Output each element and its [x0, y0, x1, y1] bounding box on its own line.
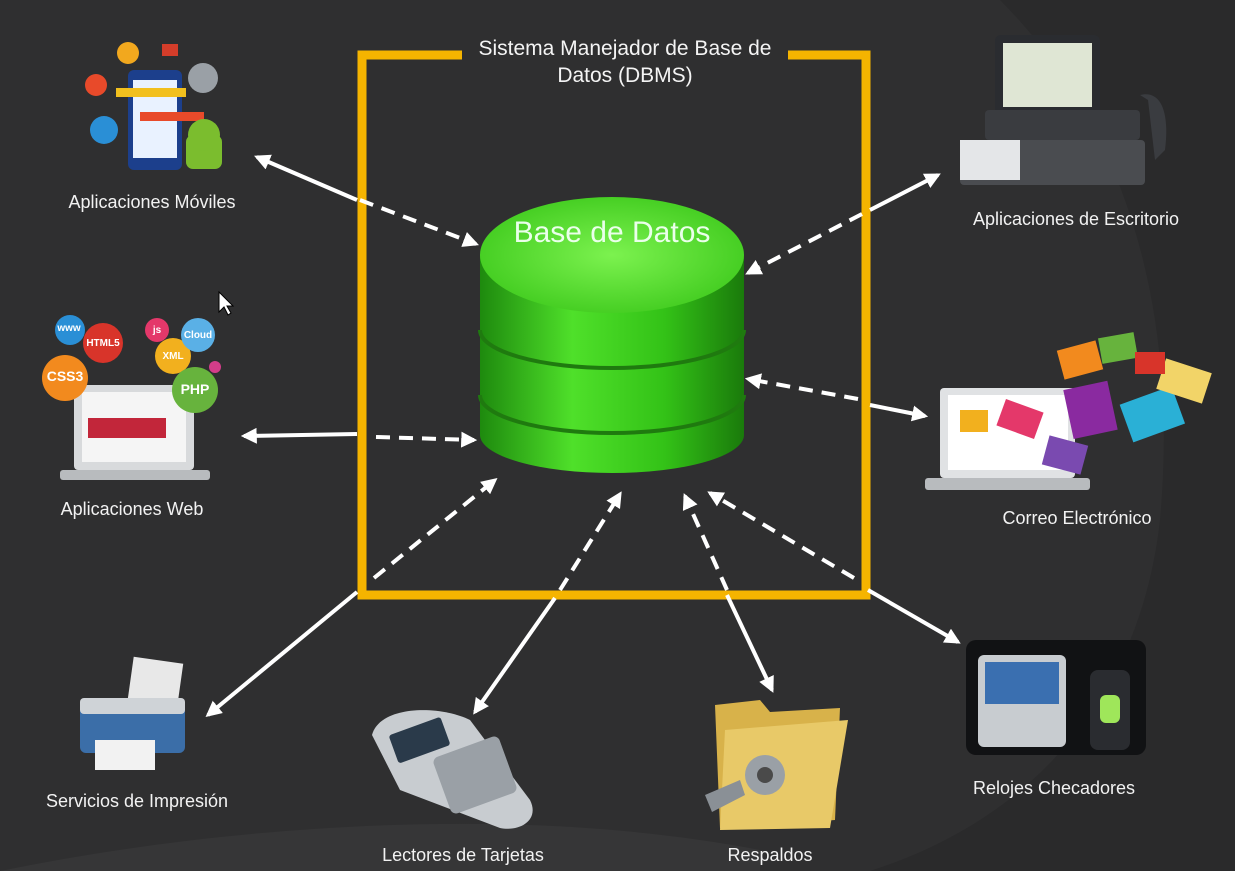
web-badge-text: www	[56, 323, 81, 334]
web-badge-text: CSS3	[47, 368, 84, 384]
arrow-desktop	[869, 173, 941, 212]
dashed-arrow-backup	[682, 493, 729, 591]
web-badge-text: PHP	[181, 381, 210, 397]
dbms-frame	[357, 50, 871, 600]
database-cylinder	[478, 197, 746, 473]
label-desktop-apps: Aplicaciones de Escritorio	[972, 209, 1180, 229]
web-badge-text: Cloud	[184, 330, 212, 341]
web-apps-icon	[42, 315, 221, 480]
label-web-apps: Aplicaciones Web	[60, 499, 204, 519]
desktop-pos-icon	[960, 35, 1167, 185]
dashed-arrow-email	[744, 373, 859, 401]
label-email: Correo Electrónico	[1002, 508, 1152, 528]
label-card-readers: Lectores de Tarjetas	[382, 845, 544, 865]
dashed-arrow-desktop	[745, 212, 863, 275]
label-backups: Respaldos	[727, 845, 813, 865]
arrow-backup	[725, 594, 774, 693]
dbms-title: Sistema Manejador de Base de Datos (DBMS…	[462, 35, 788, 89]
label-mobile-apps: Aplicaciones Móviles	[68, 192, 236, 212]
dashed-arrow-cards	[558, 491, 622, 592]
web-badge-text: XML	[162, 351, 183, 362]
arrow-email	[869, 403, 929, 422]
label-time-clocks: Relojes Checadores	[972, 778, 1136, 798]
arrow-clock	[866, 588, 961, 644]
background-swoosh-bottom	[0, 823, 760, 871]
dashed-arrow-web	[375, 431, 478, 448]
web-badge-text: HTML5	[86, 338, 120, 349]
mouse-cursor-icon	[218, 290, 235, 316]
backup-folder-icon	[705, 700, 848, 830]
web-badge-text: js	[152, 325, 162, 336]
arrow-cards	[473, 596, 557, 715]
arrow-mobile	[254, 154, 358, 202]
dashed-arrow-print	[372, 477, 498, 580]
database-label: Base de Datos	[513, 216, 711, 249]
label-print-services: Servicios de Impresión	[45, 791, 229, 811]
email-icon	[925, 332, 1212, 490]
dashed-arrow-clock	[707, 491, 856, 580]
time-clock-icon	[966, 640, 1146, 755]
printer-icon	[80, 656, 185, 770]
dashed-arrow-mobile	[359, 198, 479, 247]
arrow-web	[240, 427, 358, 444]
mobile-apps-icon	[85, 42, 222, 170]
card-reader-icon	[372, 710, 533, 829]
arrow-print	[205, 590, 359, 718]
